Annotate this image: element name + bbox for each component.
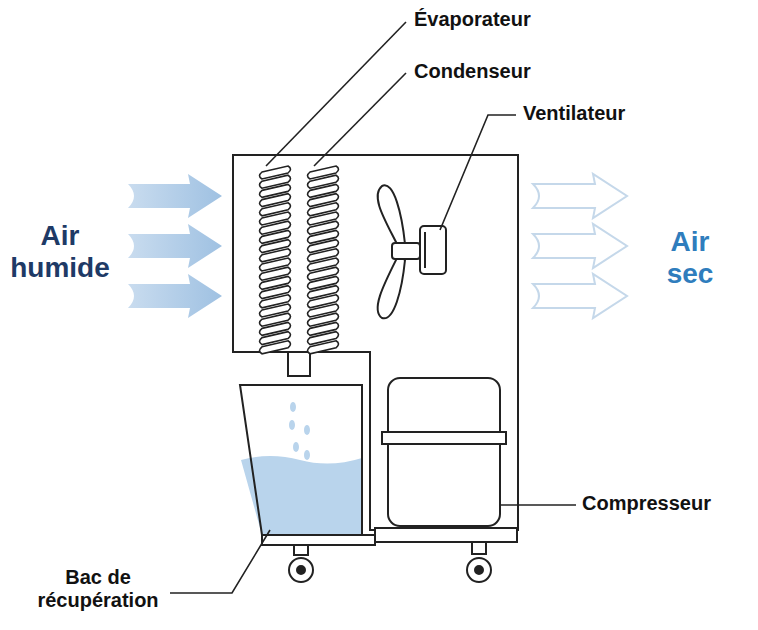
heat-exchanger-coils (260, 166, 339, 354)
compressor-body (388, 378, 500, 526)
compressor-band (382, 432, 506, 444)
base-plate (262, 535, 375, 545)
fan (378, 185, 446, 318)
base-plate (375, 528, 517, 542)
air-inlet-label: Air humide (4, 220, 116, 284)
coil-fin (260, 341, 291, 354)
part-label: Condenseur (414, 60, 531, 83)
dry-air-arrows (533, 174, 627, 318)
water (241, 456, 362, 535)
part-label: Compresseur (582, 492, 711, 515)
humid-air-arrows (128, 174, 222, 318)
coil-fin (308, 341, 339, 354)
part-label: Évaporateur (414, 8, 531, 31)
air-outlet-label: Air sec (645, 226, 735, 290)
leader-lines (170, 22, 576, 593)
part-label: Ventilateur (523, 102, 625, 125)
drain-spout (288, 352, 310, 376)
caster-wheels (289, 542, 491, 582)
part-label: Bac de récupération (28, 566, 168, 612)
collection-tank (240, 385, 362, 535)
water-drops (289, 402, 310, 460)
